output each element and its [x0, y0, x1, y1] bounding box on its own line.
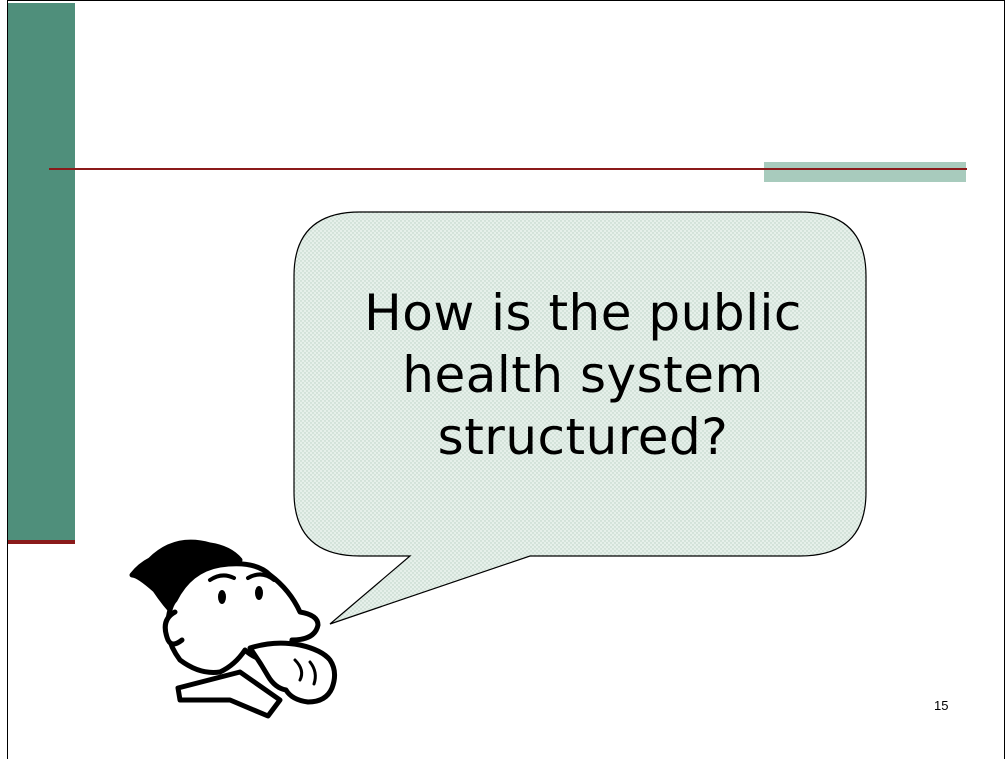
- slide-border-top: [7, 0, 1005, 1]
- decorative-side-bar: [8, 3, 75, 541]
- question-line: How is the public: [364, 284, 802, 342]
- bubble-question-text: How is the public health system structur…: [300, 282, 866, 468]
- speech-bubble-shape: [293, 211, 867, 625]
- question-line: structured?: [437, 408, 729, 466]
- question-line: health system: [402, 346, 764, 404]
- decorative-accent-block: [764, 162, 966, 182]
- page-number: 15: [934, 698, 949, 713]
- side-bar-underline: [8, 540, 75, 544]
- slide-border-left: [7, 0, 8, 759]
- thinking-man-icon: [129, 539, 338, 719]
- title-divider-line: [49, 168, 967, 170]
